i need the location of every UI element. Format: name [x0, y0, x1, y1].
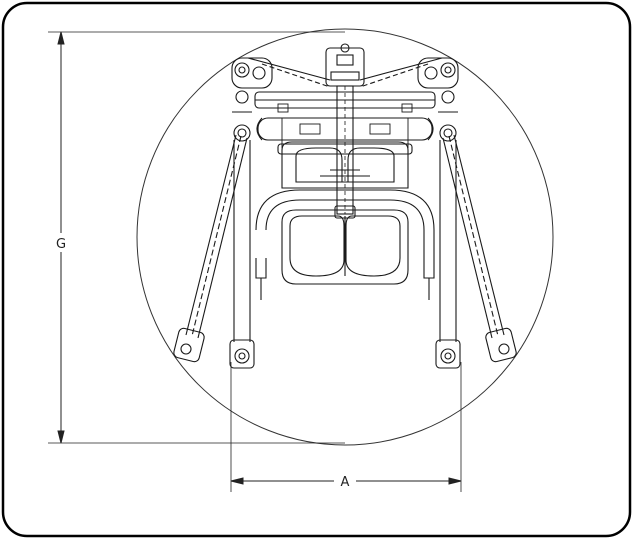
a-arrow-left [230, 477, 244, 485]
left-splayed-leg [173, 134, 248, 363]
right-pivot-joints [417, 57, 459, 142]
mast-column [325, 43, 365, 219]
dimension-a [230, 362, 462, 492]
lift-base-assembly [173, 43, 517, 369]
dimension-label-g: G [56, 237, 66, 252]
left-pivot-joints [231, 57, 273, 142]
right-splayed-leg [442, 134, 517, 363]
a-arrow-right [448, 477, 462, 485]
left-straight-leg [229, 140, 255, 369]
g-arrow-top [57, 31, 65, 45]
upper-braces [247, 57, 443, 88]
dimension-label-a: A [341, 475, 350, 490]
dimension-g [48, 31, 345, 444]
chassis-body [277, 141, 413, 189]
g-arrow-bottom [57, 430, 65, 444]
lower-frame [255, 189, 435, 300]
right-straight-leg [435, 140, 461, 369]
seat-basket [281, 209, 409, 285]
clearance-circle [136, 28, 554, 446]
inner-details [277, 103, 413, 148]
